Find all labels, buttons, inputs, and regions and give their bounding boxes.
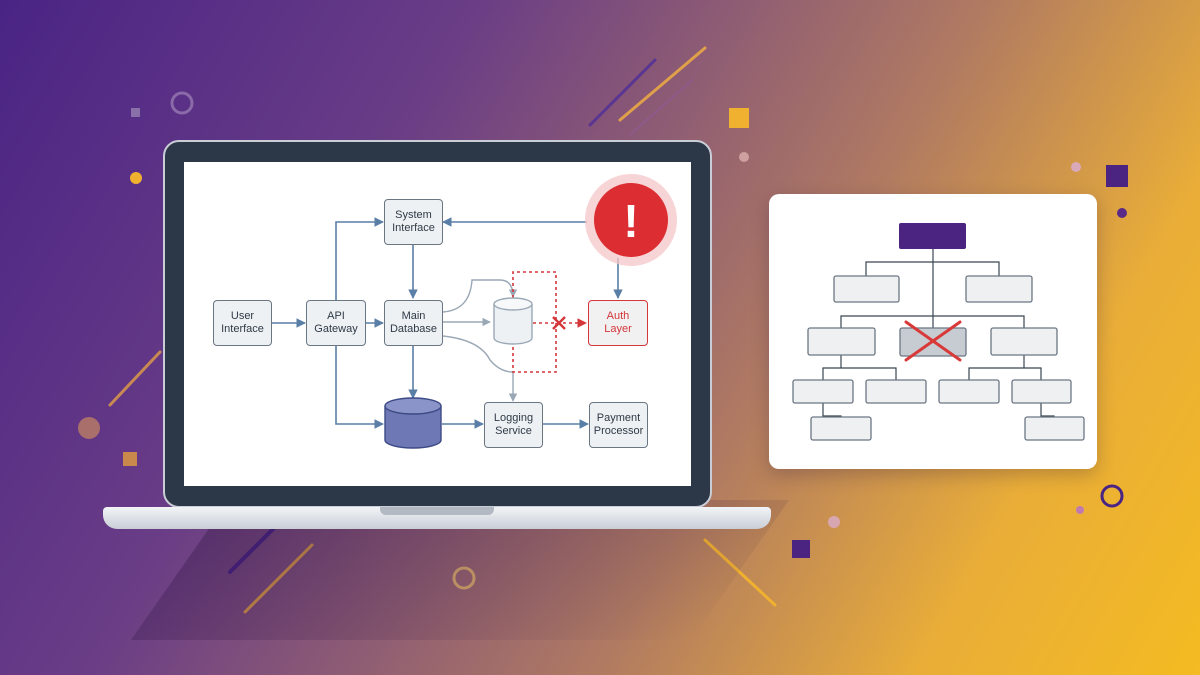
decor-dot (1117, 208, 1127, 218)
arrow-database-to-logging (442, 335, 518, 402)
laptop-notch (380, 507, 494, 515)
alert-glyph: ! (623, 195, 638, 247)
org-node (792, 379, 854, 404)
decor-lines (108, 46, 777, 614)
exclamation-alert-icon (594, 183, 668, 257)
decor-ring (1100, 484, 1124, 508)
org-node (990, 327, 1058, 356)
decor-square (123, 452, 137, 466)
cache-cylinder (493, 297, 533, 345)
decor-dot (1071, 162, 1081, 172)
broken-link-x (552, 316, 566, 330)
node-auth-layer: Auth Layer (588, 300, 648, 346)
org-node (965, 275, 1033, 303)
node-user-interface: User Interface (213, 300, 272, 346)
node-main-database: Main Database (384, 300, 443, 346)
decor-square (792, 540, 810, 558)
org-node (938, 379, 1000, 404)
node-api-gateway: API Gateway (306, 300, 366, 346)
red-x-icon (904, 320, 962, 362)
org-node (1024, 416, 1085, 441)
decor-dot (1076, 506, 1084, 514)
node-logging-service: Logging Service (484, 402, 543, 448)
decor-square (1106, 165, 1128, 187)
node-system-interface: System Interface (384, 199, 443, 245)
broken-loop-dashed (512, 271, 557, 373)
node-payment-processor: Payment Processor (589, 402, 648, 448)
laptop-base (103, 507, 771, 529)
decor-dot (828, 516, 840, 528)
decor-square (729, 108, 749, 128)
org-node (865, 379, 927, 404)
org-node (807, 327, 876, 356)
org-node (833, 275, 900, 303)
arrow-database-to-cache (442, 279, 518, 313)
decor-dot (739, 152, 749, 162)
arrow-gateway-to-system (335, 217, 384, 300)
decor-ring (170, 91, 194, 115)
org-node (1011, 379, 1072, 404)
org-node (810, 416, 872, 441)
decor-ring (452, 566, 476, 590)
org-node-root (899, 223, 966, 249)
arrow-gateway-to-storage (335, 346, 384, 429)
decor-square (131, 108, 140, 117)
database-cylinder (384, 397, 442, 449)
decor-dot (78, 417, 100, 439)
org-chart-connectors (822, 249, 1055, 417)
decor-dot (130, 172, 142, 184)
